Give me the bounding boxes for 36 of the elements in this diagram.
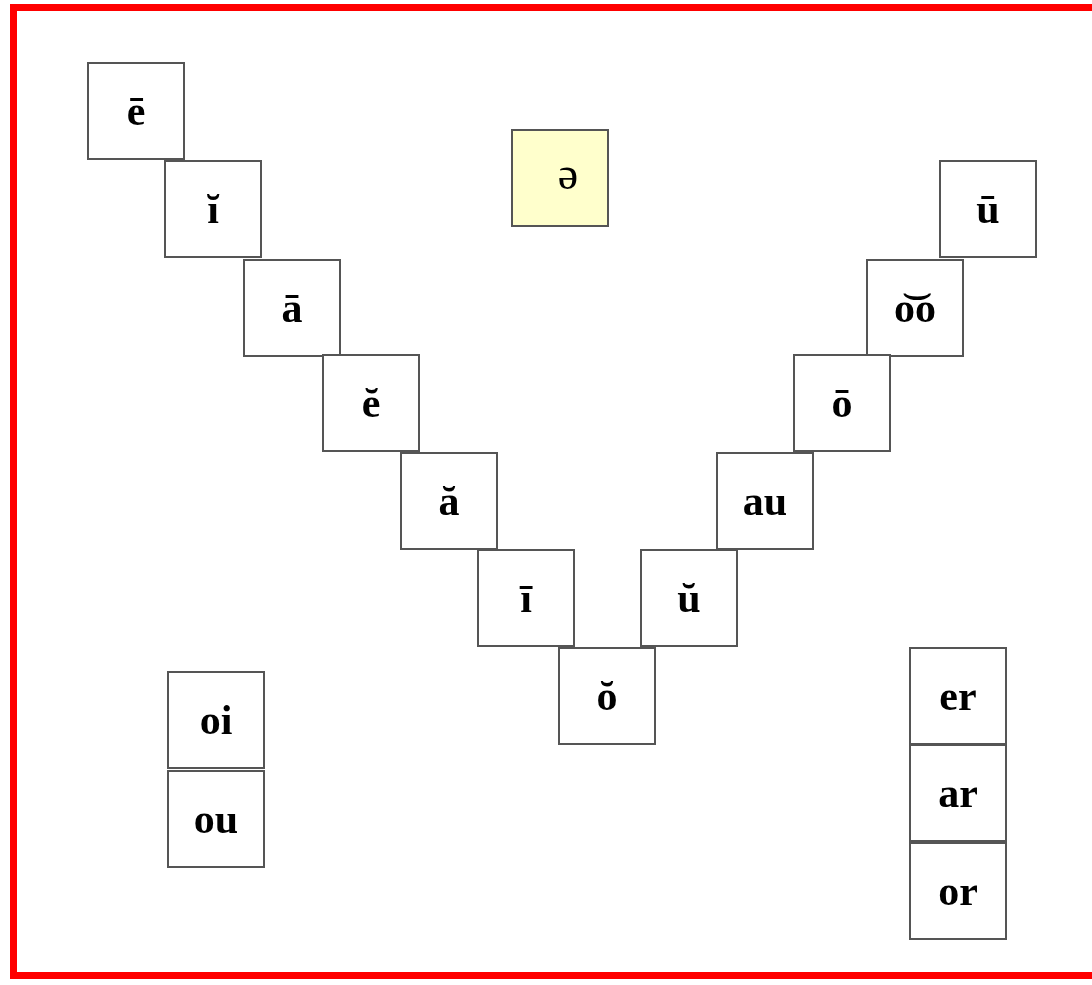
letter-tile (167, 770, 265, 868)
sound-symbol: o͝o (894, 284, 936, 332)
letter-tile (793, 354, 891, 452)
sound-symbol: ī (520, 574, 532, 622)
sound-symbol: oi (199, 696, 233, 744)
sound-symbol: ə (557, 148, 579, 200)
letter-tile (866, 259, 964, 357)
sound-symbol: ē (126, 87, 146, 135)
sound-symbol: au (742, 477, 788, 525)
letter-tile (909, 842, 1007, 940)
sound-symbol: ō (831, 379, 853, 427)
letter-tile (716, 452, 814, 550)
letter-tile (322, 354, 420, 452)
letter-tile (400, 452, 498, 550)
letter-tile (558, 647, 656, 745)
letter-tile (939, 160, 1037, 258)
sound-symbol: ă (438, 477, 460, 525)
sound-symbol: ŭ (677, 574, 701, 622)
sound-symbol: ĭ (207, 185, 219, 233)
letter-tile (909, 744, 1007, 842)
letter-tile (87, 62, 185, 160)
letter-tile (909, 647, 1007, 745)
letter-tile (167, 671, 265, 769)
letter-tile (477, 549, 575, 647)
sound-symbol: ā (281, 284, 303, 332)
sound-symbol: er (939, 672, 977, 720)
sound-symbol: ar (938, 769, 978, 817)
letter-tile (511, 129, 609, 227)
letter-tile (243, 259, 341, 357)
letter-tile (164, 160, 262, 258)
sound-symbol: ĕ (361, 379, 381, 427)
sound-symbol: ŏ (596, 672, 618, 720)
sound-symbol: ou (193, 795, 239, 843)
sound-symbol: ū (976, 185, 1000, 233)
sound-symbol: or (938, 867, 978, 915)
letter-tile (640, 549, 738, 647)
